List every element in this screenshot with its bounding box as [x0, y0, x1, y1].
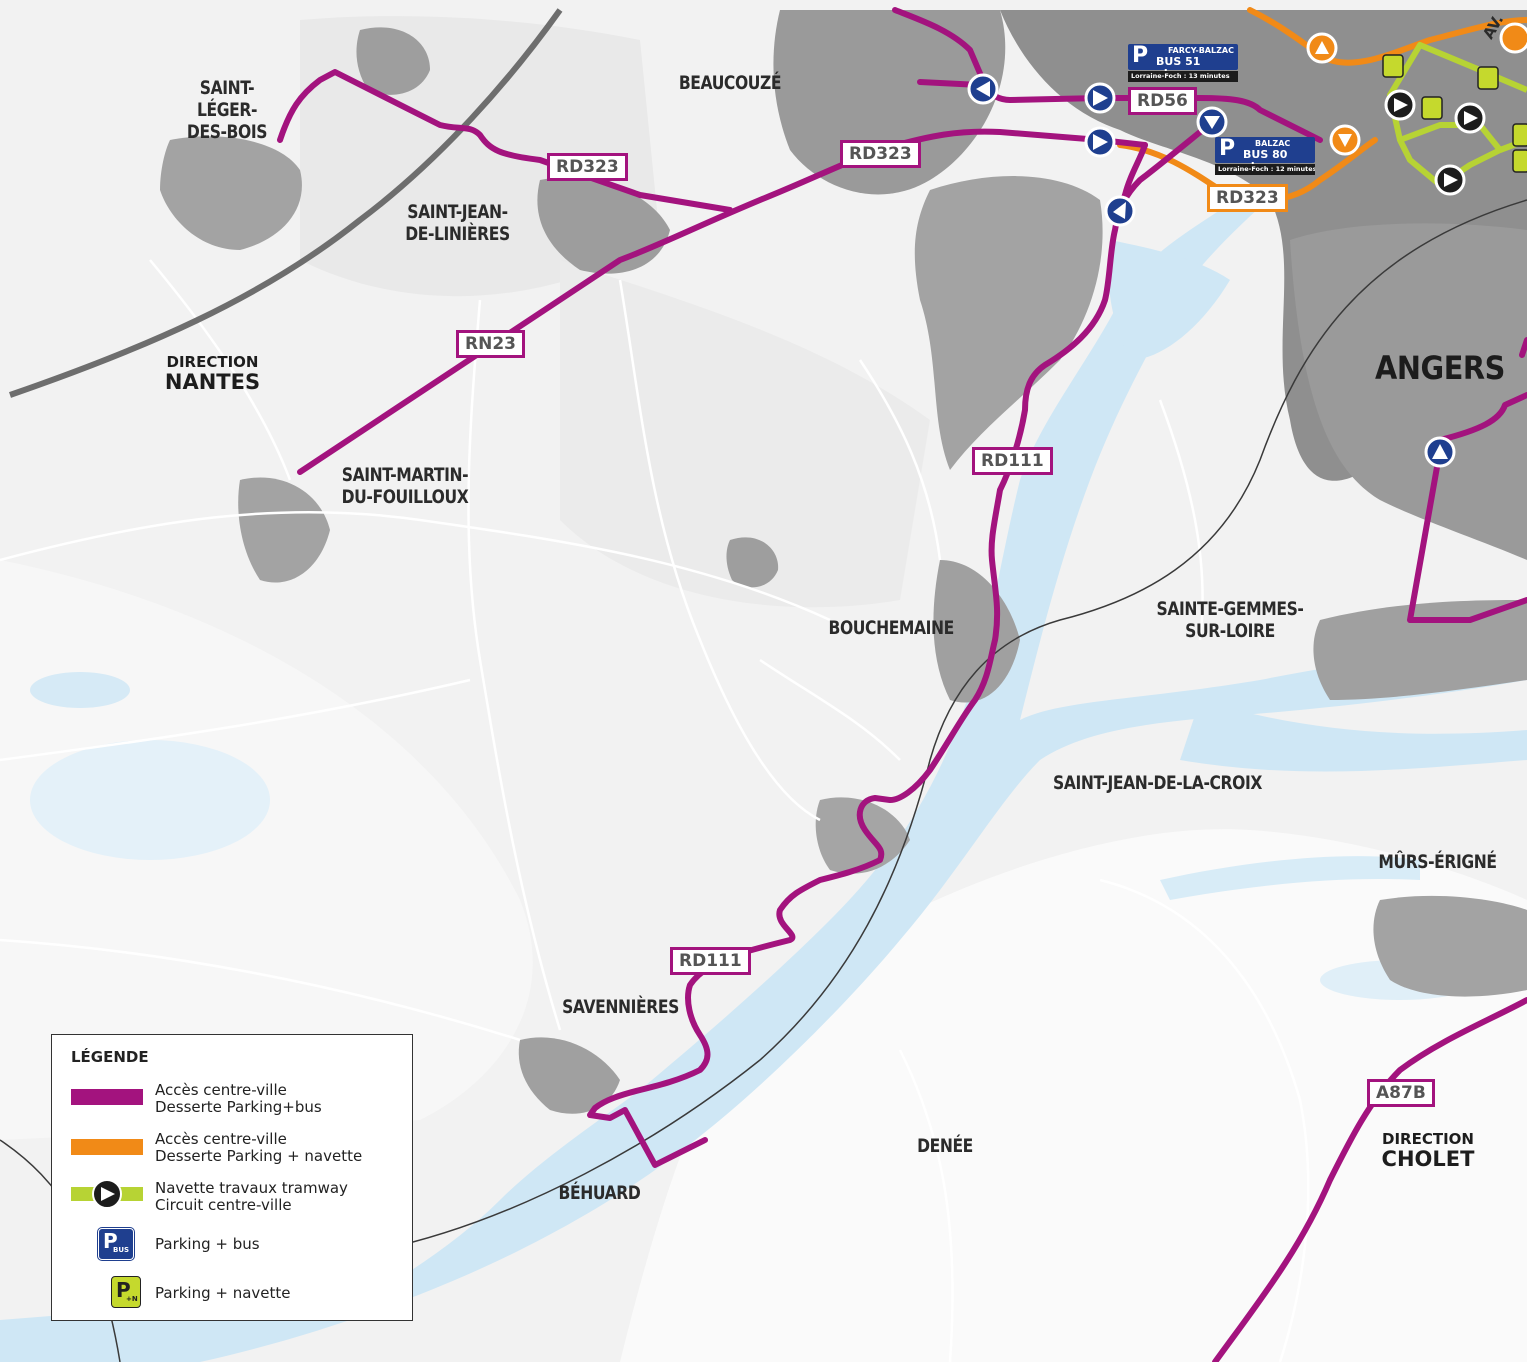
rural-area: [560, 260, 930, 608]
place-bouchemaine: BOUCHEMAINE: [828, 617, 955, 639]
place-murs-erigne: MÛRS-ÉRIGNÉ: [1378, 851, 1497, 873]
legend-item-line1: Navette travaux tramway: [155, 1179, 348, 1197]
legend-swatch-orange: [71, 1139, 143, 1155]
legend-swatch-purple: [71, 1089, 143, 1105]
direction-cholet-label: DIRECTION: [1382, 1130, 1474, 1148]
urban-murs-erigne: [1373, 895, 1527, 997]
urban-hamlet: [726, 537, 779, 588]
urban-north-bouchemaine: [914, 176, 1103, 471]
parking-duration: Lorraine-Foch : 12 minutes: [1215, 164, 1315, 175]
road-label-a87b: A87B: [1367, 1079, 1435, 1107]
place-saint-martin-du-fouilloux: SAINT-MARTIN- DU-FOUILLOUX: [341, 464, 469, 508]
lake: [1108, 240, 1230, 360]
legend-item-shuttle: Navette travaux tramway Circuit centre-v…: [155, 1180, 348, 1214]
marker-arrow-icon: [1093, 90, 1108, 106]
marker-shuttle-icon: [1444, 173, 1458, 187]
legend-parking-bus-icon: P BUS: [98, 1228, 134, 1260]
marker-arrow-icon: [1432, 444, 1448, 459]
place-beaucouze: BEAUCOUZÉ: [678, 72, 782, 94]
urban-angers-south: [1290, 223, 1527, 560]
lake: [30, 740, 270, 860]
road-label-rd111: RD111: [972, 447, 1053, 475]
place-angers: ANGERS: [1375, 349, 1505, 387]
road-label-rd56: RD56: [1128, 87, 1197, 115]
marker-shuttle-icon: [1464, 111, 1478, 125]
direction-nantes: DIRECTION NANTES: [150, 352, 275, 394]
urban-la-pointe: [815, 797, 910, 874]
parking-name: FARCY-BALZAC: [1168, 46, 1234, 55]
direction-nantes-label: DIRECTION: [166, 353, 259, 371]
legend-shuttle-icon: [71, 1179, 143, 1209]
river-channel: [1180, 700, 1527, 772]
railway-nantes: [9, 8, 563, 398]
legend-item-line2: Desserte Parking+bus: [155, 1098, 322, 1116]
urban-saint-martin: [238, 477, 330, 583]
legend-item-purple: Accès centre-ville Desserte Parking+bus: [155, 1082, 322, 1116]
place-saint-jean-de-linieres: SAINT-JEAN- DE-LINIÈRES: [405, 201, 510, 245]
direction-nantes-city: NANTES: [164, 370, 261, 394]
urban-saint-leger: [160, 136, 302, 250]
legend-title: LÉGENDE: [71, 1048, 149, 1066]
direction-cholet: DIRECTION CHOLET: [1368, 1129, 1488, 1171]
road-label-rd323-orange: RD323: [1207, 184, 1288, 212]
parking-shuttle-icon: [1512, 149, 1527, 173]
place-savennieres: SAVENNIÈRES: [562, 996, 679, 1018]
road-label-rd323: RD323: [840, 140, 921, 168]
urban-sainte-gemmes: [1313, 600, 1527, 700]
parking-bus-icon: P: [1219, 136, 1236, 161]
place-behuard: BÉHUARD: [558, 1182, 641, 1204]
direction-cholet-city: CHOLET: [1381, 1147, 1475, 1171]
parking-name: BALZAC: [1255, 139, 1291, 148]
lake: [30, 672, 130, 708]
legend-item-parking-shuttle: Parking + navette: [155, 1285, 291, 1302]
legend-item-line1: Accès centre-ville: [155, 1130, 287, 1148]
rural-area: [0, 560, 533, 1140]
urban-beaucouze: [773, 10, 1006, 195]
marker-arrow-icon: [1204, 116, 1220, 129]
parking-duration: Lorraine-Foch : 13 minutes: [1128, 71, 1238, 82]
marker-orange-icon: [1499, 22, 1527, 54]
parking-shuttle-icon: [1512, 123, 1527, 147]
legend-item-line1: Parking + navette: [155, 1284, 291, 1302]
legend-item-line2: Desserte Parking + navette: [155, 1147, 363, 1165]
route-markers: [967, 22, 1527, 468]
place-denee: DENÉE: [917, 1135, 973, 1157]
legend-parking-shuttle-icon: P +N: [111, 1276, 141, 1308]
marker-arrow-icon: [976, 81, 990, 97]
road-label-rd111: RD111: [670, 947, 751, 975]
legend-item-orange: Accès centre-ville Desserte Parking + na…: [155, 1131, 362, 1165]
map-legend: LÉGENDE Accès centre-ville Desserte Park…: [51, 1034, 413, 1321]
parking-bus-icon: P: [1132, 43, 1149, 68]
parking-shuttle-icon: [1477, 66, 1499, 90]
legend-item-parking-bus: Parking + bus: [155, 1236, 260, 1253]
marker-orange-icon: [1338, 134, 1352, 147]
place-saint-leger: SAINT-LÉGER- DES-BOIS: [186, 77, 268, 143]
place-sainte-gemmes-sur-loire: SAINTE-GEMMES- SUR-LOIRE: [1156, 598, 1304, 642]
road-label-rn23: RN23: [456, 330, 525, 358]
minor-roads: [0, 259, 1310, 1362]
parking-bus-farcy-balzac[interactable]: P FARCY-BALZAC BUS 51 places Lorraine-Fo…: [1128, 43, 1238, 82]
marker-arrow-icon: [1093, 134, 1108, 150]
urban-saint-jean-de-linieres: [537, 177, 670, 274]
parking-bus-balzac[interactable]: P BALZAC BUS 80 places Lorraine-Foch : 1…: [1215, 136, 1315, 175]
railway-loire: [379, 199, 1527, 1251]
road-label-rd323: RD323: [547, 153, 628, 181]
parking-shuttle-icon: [1382, 54, 1404, 78]
marker-orange-icon: [1315, 41, 1329, 54]
marker-arrow-icon: [1113, 202, 1126, 219]
urban-hamlet: [356, 27, 430, 95]
place-saint-jean-de-la-croix: SAINT-JEAN-DE-LA-CROIX: [1053, 772, 1262, 794]
parking-shuttle-icon: [1421, 96, 1443, 120]
marker-shuttle-icon: [1394, 98, 1408, 112]
legend-item-line1: Accès centre-ville: [155, 1081, 287, 1099]
legend-item-line2: Circuit centre-ville: [155, 1196, 292, 1214]
legend-item-line1: Parking + bus: [155, 1235, 260, 1253]
urban-savennieres: [518, 1037, 620, 1114]
river-channel: [1160, 856, 1420, 900]
